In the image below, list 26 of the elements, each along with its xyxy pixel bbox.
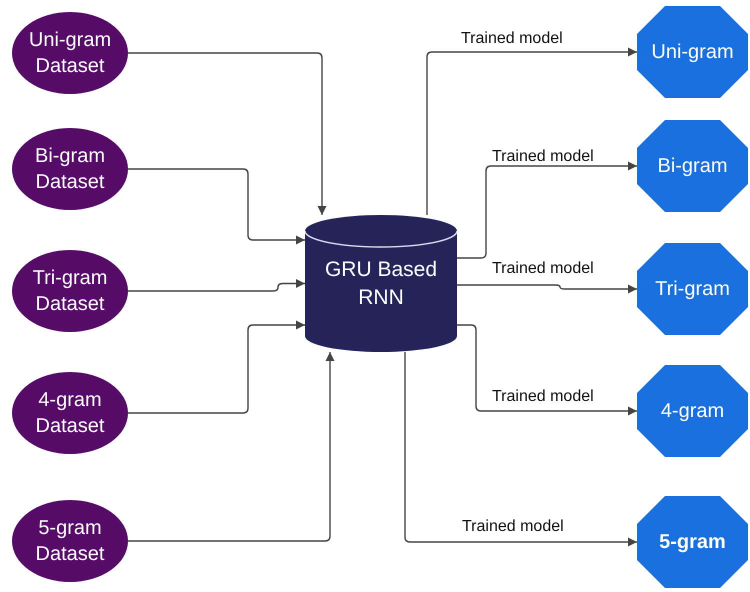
arrow (128, 279, 305, 292)
arrow (128, 352, 334, 542)
arrow (457, 324, 637, 416)
node-label: 4-gram (660, 399, 724, 424)
edge-label: Trained model (492, 388, 594, 406)
arrow (128, 52, 326, 215)
node-label: Tri-gram Dataset (32, 266, 108, 317)
edge-label: Trained model (461, 30, 563, 48)
node-label: 5-gram Dataset (34, 516, 106, 567)
node-label: Bi-gram Dataset (34, 144, 106, 195)
edge-label: Trained model (462, 518, 564, 536)
arrow (404, 352, 637, 546)
arrow (426, 48, 637, 215)
node-label: Uni-gram Dataset (28, 28, 112, 79)
node-label: 4-gram Dataset (34, 388, 106, 439)
arrow (457, 162, 637, 259)
arrow (128, 168, 305, 244)
node-label: Tri-gram (655, 277, 730, 302)
arrow (457, 284, 637, 294)
node-label: Bi-gram (657, 154, 728, 179)
arrow (128, 320, 305, 414)
edge-label: Trained model (492, 148, 594, 166)
node-label: Uni-gram (651, 40, 734, 65)
node-label: GRU Based RNN (324, 257, 438, 310)
edge-label: Trained model (492, 260, 594, 278)
node-label: 5-gram (659, 530, 726, 555)
